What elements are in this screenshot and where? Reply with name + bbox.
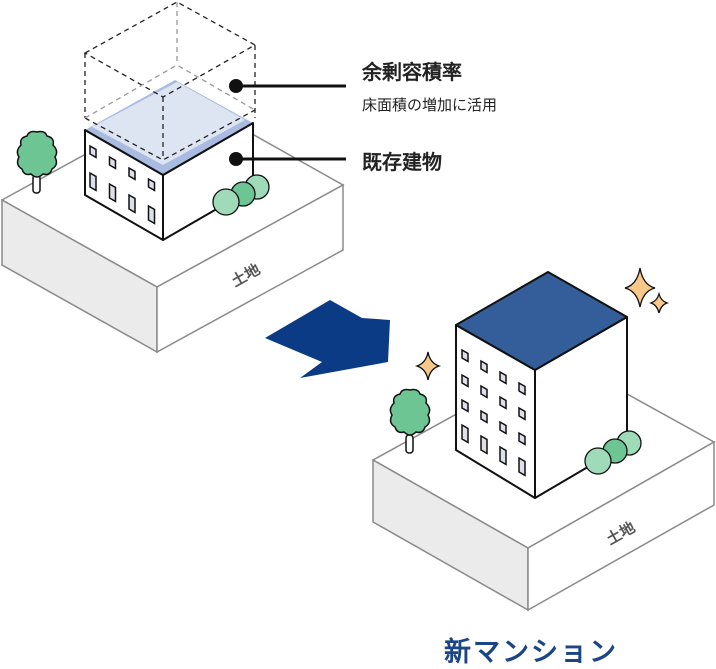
window — [461, 348, 469, 363]
leader-lines — [236, 84, 346, 161]
window — [461, 373, 469, 388]
tree-icon — [389, 388, 431, 454]
tree-icon — [16, 130, 58, 194]
window — [480, 384, 488, 399]
window — [518, 381, 526, 396]
window — [480, 359, 488, 374]
window — [499, 370, 507, 385]
window — [128, 193, 136, 214]
surplus-volume-outline — [83, 1, 257, 161]
existing-marker — [229, 152, 243, 166]
window — [461, 398, 469, 413]
new-windows — [461, 348, 526, 477]
bush-icon — [584, 430, 642, 475]
new-building — [455, 271, 628, 499]
arrow-icon — [265, 300, 390, 378]
surplus-marker — [229, 79, 243, 93]
existing-windows — [89, 144, 156, 225]
window — [518, 431, 526, 446]
surplus-floor-area-description: 床面積の増加に活用 — [362, 96, 498, 114]
sparkle-icon — [414, 267, 670, 381]
bush-icon — [212, 174, 270, 216]
existing-building — [84, 80, 254, 241]
window — [480, 409, 488, 424]
window — [499, 420, 507, 435]
window — [499, 395, 507, 410]
existing-building-label: 既存建物 — [362, 150, 442, 174]
window — [147, 204, 156, 225]
window — [89, 144, 97, 159]
surplus-floor-area-title: 余剰容積率 — [362, 60, 462, 84]
window — [108, 182, 117, 203]
window — [499, 445, 507, 466]
window — [518, 406, 526, 421]
window — [518, 456, 526, 477]
window — [108, 155, 117, 170]
window — [461, 423, 469, 444]
window — [147, 177, 156, 192]
window — [128, 166, 136, 181]
new-mansion-title: 新マンション — [444, 637, 618, 668]
window — [480, 434, 488, 455]
window — [89, 171, 97, 192]
